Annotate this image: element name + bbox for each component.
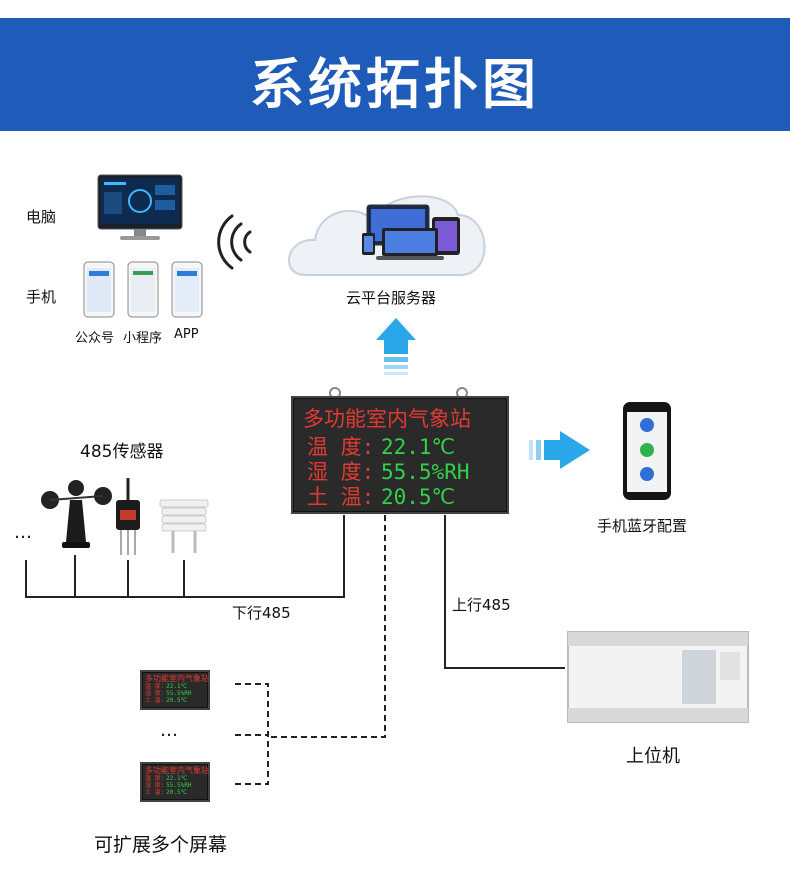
display-row-soil-label: 土 温: (307, 485, 375, 509)
anemometer-icon (41, 480, 112, 548)
display-row-soil-value: 20.5℃ (380, 485, 456, 509)
soil-sensor-icon (116, 478, 140, 555)
mini-display-2-title: 多功能室内气象站 (145, 766, 209, 775)
mini-display-1-rows: 温 度: 22.1℃ 湿 度: 55.5%RH 土 温: 20.5℃ (145, 683, 191, 704)
right-arrow-icon (529, 431, 590, 469)
display-row-temp-value: 22.1℃ (380, 435, 456, 459)
mini-display-2-row-2-label: 湿 度: (145, 782, 165, 789)
display-row-temp: 温 度: 22.1℃ (307, 431, 455, 461)
mini-display-2-row-3-label: 土 温: (145, 789, 165, 796)
mini-display-2-row-1-value: 22.1℃ (166, 775, 188, 782)
wireless-signal-icon (217, 214, 252, 270)
mini-program-label: 小程序 (123, 331, 163, 346)
sensors-ellipsis: … (14, 522, 32, 543)
mini-display-1-row-3-value: 20.5℃ (166, 697, 188, 704)
mini-display-1-row-2-label: 湿 度: (145, 690, 165, 697)
title-banner: 系统拓扑图 (0, 18, 790, 131)
uplink-label: 上行485 (452, 596, 511, 614)
mini-display-1-row-3-label: 土 温: (145, 697, 165, 704)
expansion-dashed-line (268, 515, 386, 738)
app-label: APP (174, 327, 199, 342)
downlink-label: 下行485 (232, 604, 291, 622)
page-title: 系统拓扑图 (250, 53, 540, 116)
plc-controller-icon (567, 631, 749, 723)
phone-label: 手机 (26, 288, 57, 306)
display-title: 多功能室内气象站 (303, 407, 471, 431)
computer-monitor-icon (97, 174, 183, 240)
phone-icon-1 (83, 261, 115, 318)
phone-icon-3 (171, 261, 203, 318)
mini-display-2-row-2-value: 55.5%RH (166, 782, 192, 789)
cloud-server-label: 云平台服务器 (346, 289, 437, 307)
sensors-label: 485传感器 (80, 442, 164, 462)
expandable-screens-label: 可扩展多个屏幕 (94, 834, 228, 856)
phone-icon-2 (127, 261, 159, 318)
radiation-shield-icon (159, 499, 209, 553)
display-row-humidity-value: 55.5%RH (380, 460, 470, 484)
mini-led-display-2: 多功能室内气象站 温 度: 22.1℃ 湿 度: 55.5%RH 土 温: 20… (140, 762, 210, 802)
mini-display-1-title: 多功能室内气象站 (145, 674, 209, 683)
host-computer-label: 上位机 (626, 746, 680, 767)
display-row-temp-label: 温 度: (307, 435, 375, 459)
display-row-soil: 土 温: 20.5℃ (307, 481, 455, 511)
bluetooth-config-label: 手机蓝牙配置 (597, 517, 688, 535)
display-row-humidity: 湿 度: 55.5%RH (307, 456, 470, 486)
mini-display-1-row-2-value: 55.5%RH (166, 690, 192, 697)
bluetooth-phone-icon (623, 402, 671, 500)
mini-display-2-rows: 温 度: 22.1℃ 湿 度: 55.5%RH 土 温: 20.5℃ (145, 775, 191, 796)
computer-label: 电脑 (26, 208, 57, 226)
mini-display-2-row-3-value: 20.5℃ (166, 789, 188, 796)
wechat-official-label: 公众号 (75, 331, 115, 346)
mini-display-2-row-1-label: 温 度: (145, 775, 165, 782)
cloud-icon (288, 195, 486, 276)
display-row-humidity-label: 湿 度: (307, 460, 375, 484)
mini-display-1-row-1-value: 22.1℃ (166, 683, 188, 690)
mini-led-display-1: 多功能室内气象站 温 度: 22.1℃ 湿 度: 55.5%RH 土 温: 20… (140, 670, 210, 710)
main-led-display: 多功能室内气象站 温 度: 22.1℃ 湿 度: 55.5%RH 土 温: 20… (291, 396, 509, 514)
mini-display-1-row-1-label: 温 度: (145, 683, 165, 690)
screens-ellipsis: … (160, 720, 178, 741)
up-arrow-icon (376, 318, 416, 375)
uplink-line (444, 515, 565, 669)
